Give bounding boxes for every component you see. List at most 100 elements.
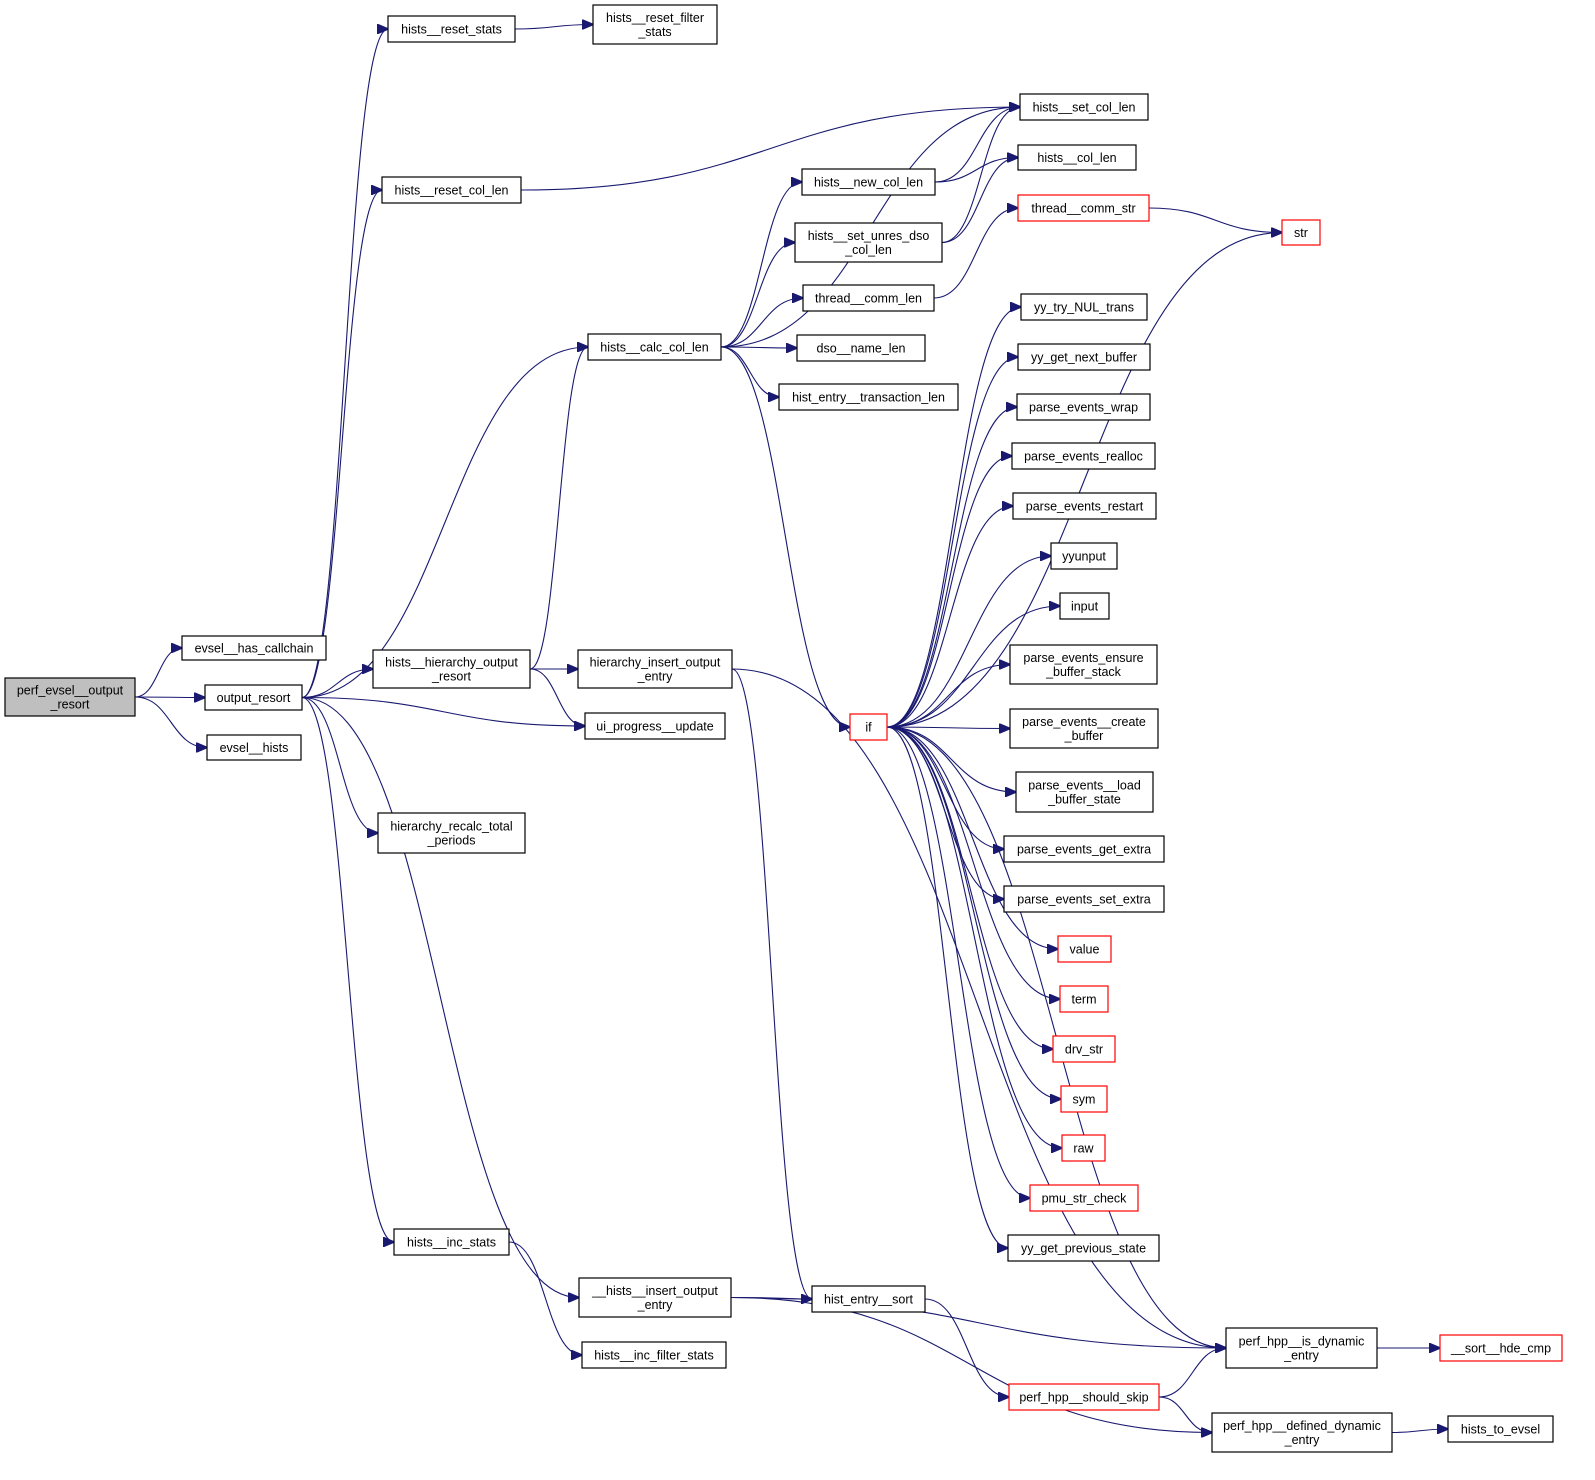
edge-if-to-pe_realloc — [886, 456, 1012, 728]
graph-node-pe-load[interactable]: parse_events__load_buffer_state — [1015, 771, 1154, 813]
edge-output_resort-to-inc_stats — [301, 696, 394, 1243]
graph-node-str[interactable]: str — [1281, 219, 1321, 246]
graph-node-value[interactable]: value — [1057, 935, 1112, 963]
node-box — [1017, 144, 1137, 171]
node-label: pmu_str_check — [1042, 1192, 1128, 1206]
node-label: yy_get_previous_state — [1021, 1242, 1146, 1256]
node-box — [778, 383, 959, 411]
node-label: hists__reset_col_len — [395, 184, 509, 198]
edge-output_resort-to-insert_output_entry — [301, 696, 579, 1298]
edge-output_resort-to-hier_recalc — [301, 696, 378, 834]
node-label: _entry — [637, 670, 673, 684]
edge-thread_comm_len-to-thread_comm_str — [933, 208, 1018, 299]
node-box — [587, 333, 722, 361]
node-box — [1015, 771, 1154, 813]
node-box — [393, 1228, 510, 1256]
graph-node-reset-stats[interactable]: hists__reset_stats — [387, 15, 516, 43]
graph-node-new-col-len[interactable]: hists__new_col_len — [801, 168, 936, 196]
graph-node-pe-ensure[interactable]: parse_events_ensure_buffer_stack — [1009, 644, 1158, 685]
edge-reset_col_len-to-set_col_len — [520, 107, 1020, 191]
edge-if-to-pe_restart — [886, 506, 1013, 728]
node-box — [584, 712, 726, 740]
graph-node-term[interactable]: term — [1059, 985, 1109, 1013]
graph-node-if[interactable]: if — [849, 713, 888, 741]
graph-node-output-resort[interactable]: output_resort — [204, 684, 303, 711]
node-box — [1017, 194, 1150, 222]
edge-insert_output_entry-to-is_dynamic — [730, 1296, 1226, 1349]
graph-node-pe-create[interactable]: parse_events__create_buffer — [1009, 708, 1159, 749]
graph-node-defined-dynamic[interactable]: perf_hpp__defined_dynamic_entry — [1211, 1412, 1393, 1453]
graph-node-set-unres[interactable]: hists__set_unres_dso_col_len — [794, 222, 943, 263]
node-box — [1003, 885, 1165, 913]
edge-if-to-yy_next — [886, 357, 1018, 728]
graph-node-entry-sort[interactable]: hist_entry__sort — [811, 1285, 926, 1313]
node-label: perf_hpp__should_skip — [1019, 1391, 1148, 1405]
graph-node-root[interactable]: perf_evsel__output_resort — [4, 677, 136, 717]
graph-node-pe-wrap[interactable]: parse_events_wrap — [1016, 393, 1151, 421]
graph-node-is-dynamic[interactable]: perf_hpp__is_dynamic_entry — [1225, 1327, 1378, 1369]
node-label: yy_try_NUL_trans — [1034, 301, 1134, 315]
node-label: output_resort — [217, 691, 291, 705]
node-label: evsel__hists — [220, 741, 289, 755]
node-box — [1020, 293, 1148, 321]
graph-node-hier-output-resort[interactable]: hists__hierarchy_output_resort — [372, 649, 531, 689]
graph-node-should-skip[interactable]: perf_hpp__should_skip — [1008, 1383, 1160, 1411]
node-box — [377, 812, 526, 854]
edge-hier_insert-to-entry_sort — [731, 668, 812, 1299]
edge-insert_output_entry-to-defined_dynamic — [730, 1296, 1212, 1433]
node-label: hists_to_evsel — [1461, 1423, 1540, 1437]
graph-node-insert-output-entry[interactable]: __hists__insert_output_entry — [578, 1277, 732, 1318]
node-box — [204, 684, 303, 711]
graph-node-thread-comm-str[interactable]: thread__comm_str — [1017, 194, 1150, 222]
edge-if-to-pe_ensure — [886, 665, 1010, 728]
graph-node-dso-name-len[interactable]: dso__name_len — [796, 334, 926, 362]
graph-node-yy-prev[interactable]: yy_get_previous_state — [1007, 1234, 1160, 1262]
graph-node-pe-set-extra[interactable]: parse_events_set_extra — [1003, 885, 1165, 913]
nodes-layer: perf_evsel__output_resort evsel__has_call… — [4, 4, 1563, 1453]
edge-hier_insert-to-is_dynamic — [731, 668, 1226, 1348]
graph-node-pmu-str-check[interactable]: pmu_str_check — [1029, 1184, 1139, 1212]
graph-node-yy-next[interactable]: yy_get_next_buffer — [1017, 343, 1151, 371]
graph-node-calc-col-len[interactable]: hists__calc_col_len — [587, 333, 722, 361]
node-label: raw — [1073, 1142, 1094, 1156]
node-label: _periods — [427, 834, 476, 848]
node-box — [1281, 219, 1321, 246]
graph-node-raw[interactable]: raw — [1061, 1134, 1106, 1162]
graph-node-pe-realloc[interactable]: parse_events_realloc — [1011, 442, 1156, 470]
graph-node-sort-hde-cmp[interactable]: __sort__hde_cmp — [1439, 1334, 1563, 1362]
edge-if-to-pmu_str_check — [886, 726, 1030, 1198]
graph-node-col-len[interactable]: hists__col_len — [1017, 144, 1137, 171]
graph-node-reset-col-len[interactable]: hists__reset_col_len — [381, 176, 522, 204]
graph-node-inc-filter-stats[interactable]: hists__inc_filter_stats — [581, 1341, 727, 1369]
node-label: _entry — [637, 1298, 673, 1312]
node-box — [1447, 1415, 1554, 1443]
graph-node-inc-stats[interactable]: hists__inc_stats — [393, 1228, 510, 1256]
graph-node-sym[interactable]: sym — [1060, 1085, 1108, 1113]
edge-output_resort-to-hier_output_resort — [301, 669, 373, 699]
node-label: value — [1070, 943, 1100, 957]
graph-node-set-col-len[interactable]: hists__set_col_len — [1019, 93, 1149, 121]
graph-node-reset-filter-stats[interactable]: hists__reset_filter_stats — [592, 4, 718, 45]
graph-node-yyunput[interactable]: yyunput — [1050, 542, 1118, 570]
edge-if-to-str — [886, 233, 1282, 728]
graph-node-yy-try[interactable]: yy_try_NUL_trans — [1020, 293, 1148, 321]
edge-hier_output_resort-to-calc_col_len — [529, 347, 588, 670]
node-label: parse_events_restart — [1026, 500, 1144, 514]
graph-node-has-callchain[interactable]: evsel__has_callchain — [181, 635, 327, 661]
node-box — [1017, 343, 1151, 371]
graph-node-drv-str[interactable]: drv_str — [1052, 1035, 1116, 1063]
graph-node-input[interactable]: input — [1059, 592, 1110, 620]
node-label: parse_events_set_extra — [1017, 893, 1150, 907]
graph-node-pe-restart[interactable]: parse_events_restart — [1012, 492, 1157, 520]
node-label: _entry — [1283, 1349, 1319, 1363]
graph-node-thread-comm-len[interactable]: thread__comm_len — [802, 284, 935, 312]
graph-node-hier-insert[interactable]: hierarchy_insert_output_entry — [577, 649, 733, 689]
graph-node-pe-get-extra[interactable]: parse_events_get_extra — [1003, 835, 1165, 863]
graph-node-evsel-hists[interactable]: evsel__hists — [206, 734, 302, 761]
node-box — [1061, 1134, 1106, 1162]
graph-node-hier-recalc[interactable]: hierarchy_recalc_total_periods — [377, 812, 526, 854]
graph-node-hists-to-evsel[interactable]: hists_to_evsel — [1447, 1415, 1554, 1443]
graph-node-transaction-len[interactable]: hist_entry__transaction_len — [778, 383, 959, 411]
graph-node-ui-progress[interactable]: ui_progress__update — [584, 712, 726, 740]
node-box — [1003, 835, 1165, 863]
